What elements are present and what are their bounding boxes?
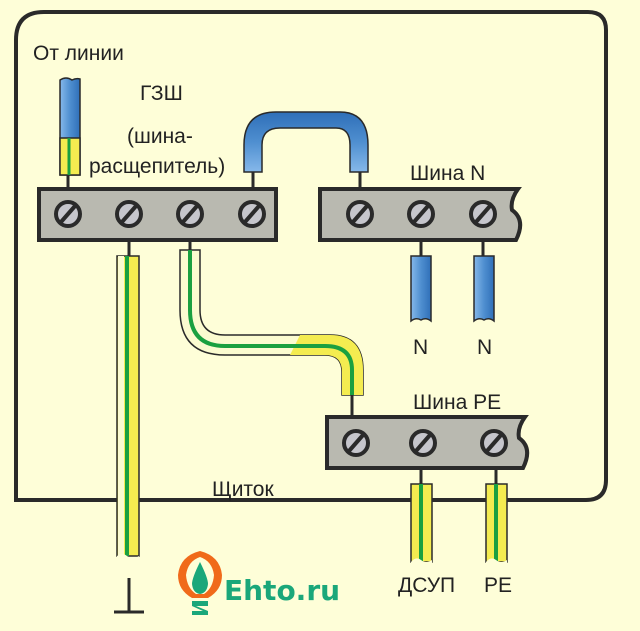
jumper-wire bbox=[243, 111, 369, 190]
dsup-wire bbox=[410, 468, 433, 566]
n-wire-1 bbox=[410, 240, 432, 323]
screw bbox=[469, 200, 497, 228]
logo-text: Ehto.ru bbox=[224, 574, 340, 607]
n-label-1: N bbox=[413, 336, 428, 359]
pe-label: PE bbox=[484, 574, 512, 597]
lightbulb-icon bbox=[178, 551, 222, 615]
from-line-label: От линии bbox=[33, 42, 124, 65]
screw bbox=[54, 200, 82, 228]
n-label-2: N bbox=[477, 336, 492, 359]
screw bbox=[342, 429, 370, 457]
screw bbox=[115, 200, 143, 228]
incoming-wire bbox=[59, 77, 81, 190]
bus-n-label: Шина N bbox=[410, 162, 485, 185]
splitter-label-2: расщепитель) bbox=[89, 155, 225, 178]
screw bbox=[346, 200, 374, 228]
gzsh-label: ГЗШ bbox=[140, 82, 183, 105]
bus-pe-label: Шина PE bbox=[413, 391, 501, 414]
n-wire-2 bbox=[473, 240, 495, 323]
panel-enclosure bbox=[14, 10, 608, 502]
ground-wire bbox=[116, 240, 140, 560]
splitter-label-1: (шина- bbox=[127, 125, 193, 148]
screw bbox=[176, 200, 204, 228]
logo: Ehto.ru bbox=[178, 551, 340, 615]
pe-bus bbox=[325, 415, 530, 470]
pe-jumper-wire bbox=[179, 240, 364, 418]
screw bbox=[238, 200, 266, 228]
screw bbox=[407, 200, 435, 228]
panel-label: Щиток bbox=[212, 478, 274, 501]
screw bbox=[480, 429, 508, 457]
gzsh-bus bbox=[37, 187, 278, 242]
ground-symbol-icon bbox=[114, 578, 144, 614]
n-bus bbox=[318, 187, 523, 242]
dsup-label: ДСУП bbox=[398, 574, 455, 597]
screw bbox=[409, 429, 437, 457]
pe-out-wire bbox=[485, 468, 508, 566]
